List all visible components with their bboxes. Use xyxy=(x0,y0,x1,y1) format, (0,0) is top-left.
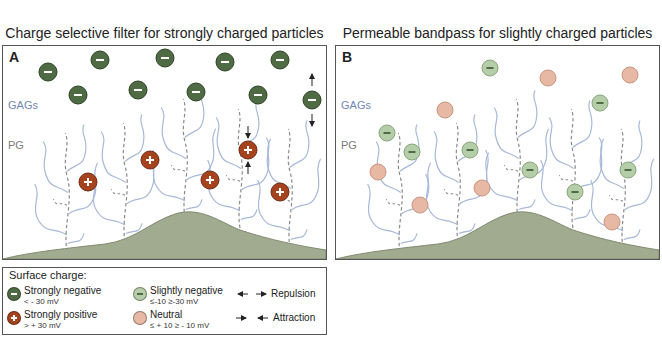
range-label: > + 30 mV xyxy=(24,321,61,330)
legend-swatch xyxy=(133,311,147,325)
legend-swatch xyxy=(133,287,147,301)
panel-letter: A xyxy=(9,49,19,65)
range-label: ≤ + 10 ≥ - 10 mV xyxy=(150,321,209,330)
legend-swatch xyxy=(7,287,21,301)
gag-label: GAGs xyxy=(341,99,371,112)
pg-label: PG xyxy=(341,139,357,152)
panel-letter: B xyxy=(342,49,352,65)
legend-swatch xyxy=(7,311,21,325)
panel-heading: Permeable bandpass for slightly charged … xyxy=(336,25,659,42)
panel-box: Charge selective filter for strongly cha… xyxy=(2,45,327,260)
range-label: < - 30 mV xyxy=(24,297,59,306)
legend-text: Neutral xyxy=(150,309,182,321)
gag-label: GAGs xyxy=(8,99,38,112)
legend-text: Slightly negative xyxy=(150,285,223,297)
panel-box: Permeable bandpass for slightly charged … xyxy=(335,45,660,260)
legend-text: Attraction xyxy=(273,312,315,324)
range-label: ≤-10 ≥-30 mV xyxy=(150,297,198,306)
sign-bar xyxy=(13,315,15,321)
legend-text: Repulsion xyxy=(271,288,315,300)
legend-text: Strongly negative xyxy=(24,285,101,297)
legend-title: Surface charge: xyxy=(9,269,87,281)
sign-bar xyxy=(11,293,17,295)
legend-text: Strongly positive xyxy=(24,309,97,321)
pg-label: PG xyxy=(8,139,24,152)
sign-bar xyxy=(137,293,143,295)
panel-heading: Charge selective filter for strongly cha… xyxy=(3,25,326,42)
